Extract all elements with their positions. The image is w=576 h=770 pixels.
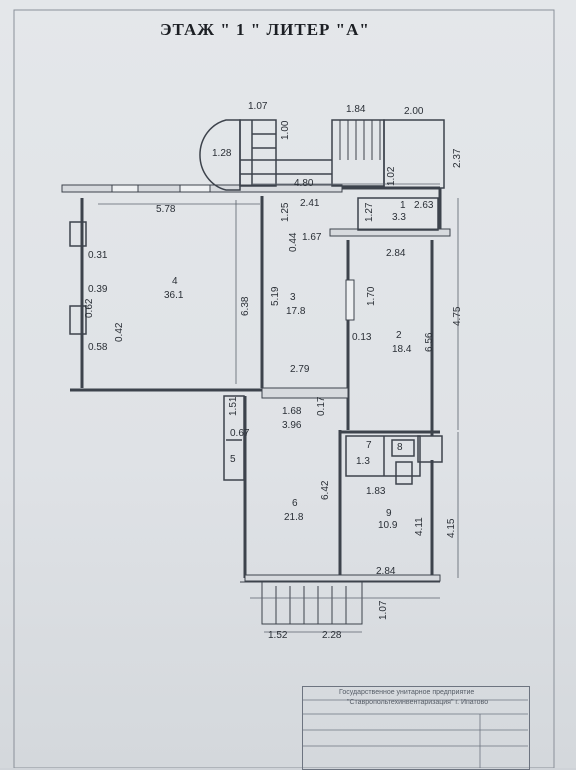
- dim-label: 2.63: [414, 200, 434, 211]
- dim-label: 2.00: [404, 106, 424, 117]
- room-7-number: 7: [366, 440, 372, 451]
- dim-label: 6.42: [320, 480, 331, 500]
- dim-label: 1.84: [346, 104, 366, 115]
- dim-label: 2.84: [386, 248, 406, 259]
- dim-label: 0.58: [88, 342, 108, 353]
- dim-label: 2.28: [322, 630, 342, 641]
- dim-label: 1.68: [282, 406, 302, 417]
- room-2-number: 2: [396, 330, 402, 341]
- room-6-area: 21.8: [284, 512, 304, 523]
- room-6-number: 6: [292, 498, 298, 509]
- dim-label: 1.27: [364, 202, 375, 222]
- dim-label: 0.17: [316, 396, 327, 416]
- dim-label: 0.62: [84, 298, 95, 318]
- room-2-area: 18.4: [392, 344, 412, 355]
- dim-label: 0.67: [230, 428, 250, 439]
- dim-label: 4.11: [414, 517, 425, 536]
- dim-label: 0.42: [114, 322, 125, 342]
- dim-label: 1.02: [386, 166, 397, 186]
- dim-label: 2.37: [452, 148, 463, 168]
- dim-label: 1.67: [302, 232, 322, 243]
- room-5-number: 5: [230, 454, 236, 465]
- room-9-area: 10.9: [378, 520, 398, 531]
- room-9-number: 9: [386, 508, 392, 519]
- floor-title: ЭТАЖ " 1 " ЛИТЕР "А": [160, 20, 370, 39]
- dim-label: 2.79: [290, 364, 310, 375]
- dim-label: 1.00: [280, 120, 291, 140]
- dim-label: 4.75: [452, 306, 463, 326]
- dim-label: 0.31: [88, 250, 108, 261]
- dim-label: 1.70: [366, 286, 377, 306]
- dim-label: 5.19: [270, 286, 281, 306]
- dim-label: 6.56: [424, 332, 435, 352]
- room-1-area: 3.3: [392, 212, 406, 223]
- dim-label: 1.07: [248, 101, 268, 112]
- stamp-line-2: "Ставропольтехинвентаризация" г. Ипатово: [347, 699, 489, 706]
- dim-label: 4.80: [294, 178, 314, 189]
- corridor-area: 3.96: [282, 420, 302, 431]
- title-block-stamp: Государственное унитарное предприятие "С…: [302, 686, 530, 770]
- dim-label: 1.52: [268, 630, 288, 641]
- room-1-number: 1: [400, 200, 406, 211]
- dim-label: 1.51: [228, 396, 239, 416]
- room-3-number: 3: [290, 292, 296, 303]
- dim-label: 6.38: [240, 296, 251, 316]
- dim-label: 1.83: [366, 486, 386, 497]
- dim-label: 1.28: [212, 148, 232, 159]
- dim-label: 2.84: [376, 566, 396, 577]
- dim-label: 0.13: [352, 332, 372, 343]
- dim-label: 2.41: [300, 198, 320, 209]
- dim-label: 5.78: [156, 204, 176, 215]
- dim-label: 0.44: [288, 232, 299, 252]
- dim-label: 0.39: [88, 284, 108, 295]
- room-8-number: 8: [397, 442, 403, 453]
- dim-label: 1.07: [378, 600, 389, 620]
- dim-label: 1.3: [356, 456, 370, 467]
- stamp-line-1: Государственное унитарное предприятие: [339, 689, 475, 696]
- dim-label: 4.15: [446, 518, 457, 538]
- room-4-area: 36.1: [164, 290, 184, 301]
- room-4-number: 4: [172, 276, 178, 287]
- dim-label: 1.25: [280, 202, 291, 222]
- room-3-area: 17.8: [286, 306, 306, 317]
